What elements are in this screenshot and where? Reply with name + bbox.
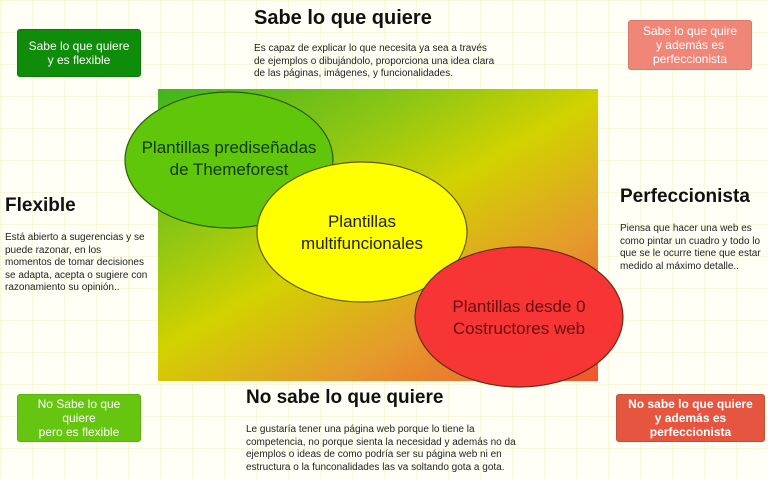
desc-line: medido al máximo detalle..	[620, 260, 739, 272]
tag-line: Sabe lo que quire	[642, 24, 738, 38]
desc-line: que se le ocurre tiene que estar	[620, 248, 761, 259]
label-line: de Themeforest	[169, 160, 289, 179]
label-line: multifuncionales	[301, 234, 423, 253]
desc-line: estructura o la funconalidades las va so…	[246, 461, 505, 473]
tag-sabe-flexible: Sabe lo que quiere y es flexible	[17, 29, 141, 77]
desc-line: de las páginas, imágenes, y funcionalida…	[254, 68, 454, 79]
ellipse-label-desde-cero: Plantillas desde 0 Costructores web	[415, 296, 623, 340]
label-line: Plantillas	[327, 212, 397, 231]
desc-line: puede razonar, en los	[5, 244, 102, 256]
desc-line: de ejemplos o dibujándolo, proporciona u…	[254, 55, 495, 67]
desc-line: Piensa que hacer una web es	[620, 223, 752, 234]
axis-top-title: Sabe lo que quiere	[254, 7, 432, 29]
axis-left-description: Está abierto a sugerencias y se puede ra…	[5, 232, 147, 295]
axis-right-description: Piensa que hacer una web es como pintar …	[620, 223, 761, 273]
desc-line: competencia, no porque sienta la necesid…	[246, 436, 516, 448]
tag-line: No Sabe lo que quiere	[37, 397, 121, 425]
tag-line: perfeccionista	[652, 52, 728, 66]
tag-no-sabe-perfeccionista: No sabe lo que quiere y además es perfec…	[616, 394, 765, 442]
axis-bottom-description: Le gustaría tener una página web porque …	[246, 424, 516, 474]
desc-line: Es capaz de explicar lo que necesita ya …	[254, 43, 487, 54]
desc-line: ejemplos o ideas de como podría ser su p…	[246, 449, 502, 460]
desc-line: como pintar un cuadro y todo lo	[620, 235, 761, 247]
ellipse-desde-cero	[414, 246, 624, 388]
tag-line: y además es	[655, 38, 725, 52]
ellipse-label-multifuncionales: Plantillas multifuncionales	[258, 211, 466, 255]
axis-top-description: Es capaz de explicar lo que necesita ya …	[254, 43, 494, 81]
desc-line: momentos de tomar decisiones	[5, 257, 144, 268]
axis-right-title: Perfeccionista	[620, 186, 750, 207]
axis-bottom-title: No sabe lo que quiere	[246, 387, 444, 408]
label-line: Plantillas desde 0	[452, 297, 586, 316]
label-line: Plantillas prediseñadas	[141, 138, 317, 157]
tag-line: perfeccionista	[649, 425, 732, 439]
tag-sabe-perfeccionista: Sabe lo que quire y además es perfeccion…	[628, 20, 752, 70]
label-line: Costructores web	[452, 319, 586, 338]
tag-line: No sabe lo que quiere	[628, 397, 753, 411]
axis-left-title: Flexible	[5, 195, 76, 216]
tag-line: y además es	[654, 411, 727, 425]
tag-line: Sabe lo que quiere	[28, 39, 130, 53]
desc-line: razonamiento su opinión..	[5, 282, 120, 293]
tag-no-sabe-flexible: No Sabe lo que quiere pero es flexible	[17, 394, 141, 442]
desc-line: Está abierto a sugerencias y se	[5, 232, 145, 243]
tag-line: pero es flexible	[38, 425, 120, 439]
ellipse-label-themeforest: Plantillas prediseñadas de Themeforest	[125, 137, 333, 181]
desc-line: se adapta, acepta o sugiere con	[5, 269, 148, 281]
tag-line: y es flexible	[47, 53, 111, 67]
desc-line: Le gustaría tener una página web porque …	[246, 424, 475, 435]
ellipse-multifuncionales	[256, 161, 468, 303]
